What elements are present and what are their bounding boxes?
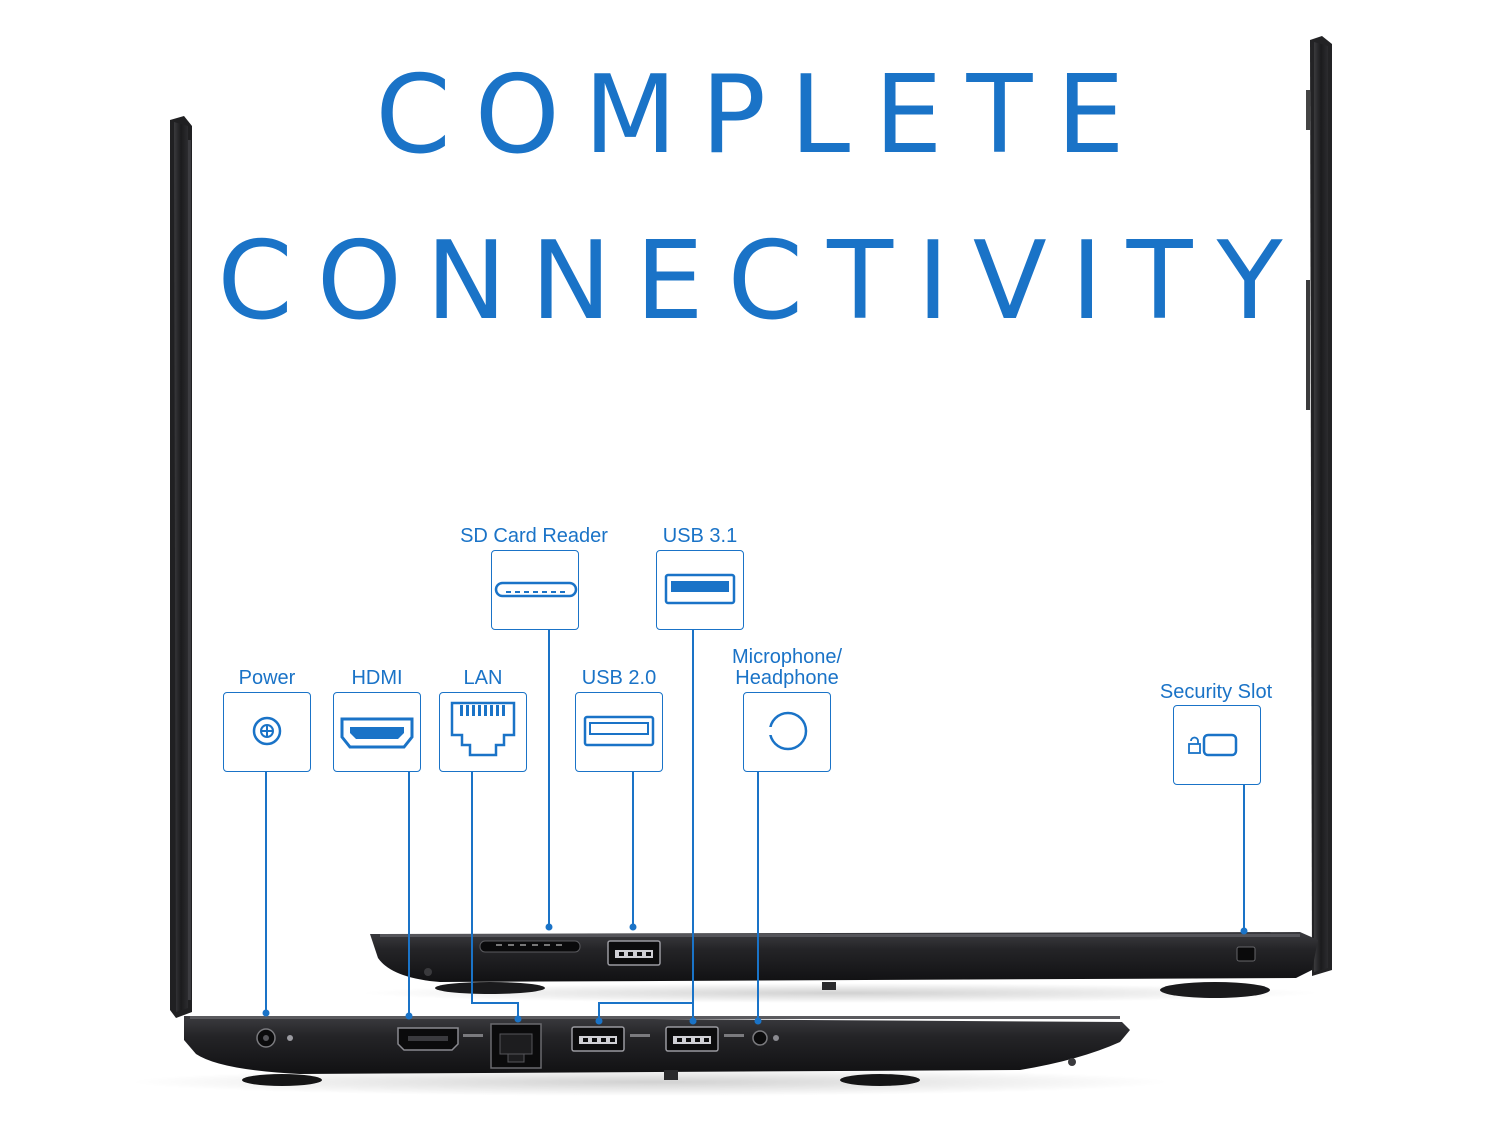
- usb3-icon: [664, 573, 736, 605]
- callout-endpoints: [262, 923, 1248, 1025]
- port-label-usb-3-1: USB 3.1: [662, 525, 738, 547]
- port-label-sd-card-reader: SD Card Reader: [460, 525, 608, 547]
- lock-slot-icon: [1188, 733, 1238, 757]
- front-laptop-base: [184, 1016, 1130, 1086]
- port-label-security-slot: Security Slot: [1159, 681, 1273, 703]
- port-callout-sd-card-reader: [491, 550, 579, 630]
- port-callout-hdmi: [333, 692, 421, 772]
- port-callout-power: [223, 692, 311, 772]
- port-callout-security-slot: [1173, 705, 1261, 785]
- callout-lines: [265, 629, 1245, 1020]
- back-laptop-lid: [1306, 36, 1332, 976]
- sd-card-icon: [494, 581, 578, 598]
- back-laptop-shadow: [360, 983, 1320, 1003]
- port-callout-usb-2-0: [575, 692, 663, 772]
- port-callout-microphone-headphone: [743, 692, 831, 772]
- port-label-hdmi: HDMI: [351, 667, 403, 689]
- port-label-usb-2-0: USB 2.0: [581, 667, 657, 689]
- port-callout-usb-3-1: [656, 550, 744, 630]
- usb-icon: [583, 715, 655, 747]
- heading-line-1: COMPLETE: [375, 53, 1149, 178]
- power-jack-icon: [252, 716, 282, 746]
- audio-jack-icon: [768, 711, 808, 751]
- port-callout-lan: [439, 692, 527, 772]
- port-label-microphone-headphone: Microphone/ Headphone: [731, 646, 843, 689]
- port-label-lan: LAN: [463, 667, 503, 689]
- heading-line-2: CONNECTIVITY: [217, 219, 1307, 344]
- front-laptop-lid: [170, 116, 192, 1018]
- back-laptop-base: [370, 932, 1318, 998]
- ethernet-icon: [450, 701, 516, 757]
- port-label-power: Power: [238, 667, 296, 689]
- front-laptop-shadow: [130, 1068, 1170, 1096]
- hdmi-icon: [340, 717, 414, 749]
